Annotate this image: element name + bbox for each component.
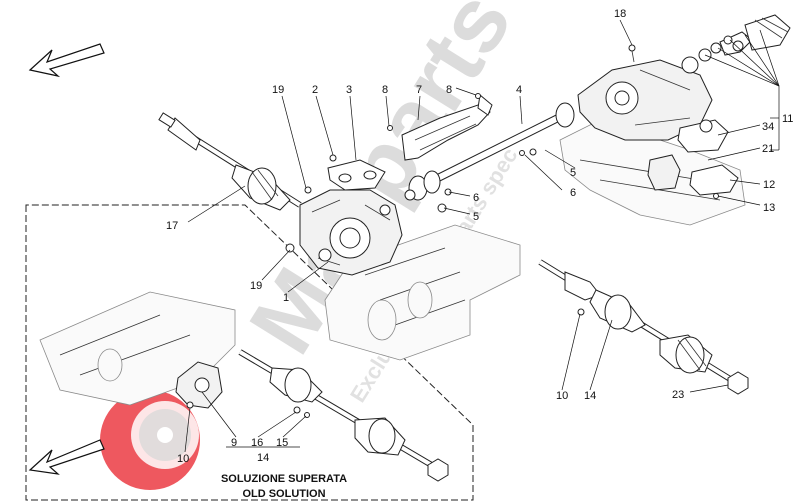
callout-21: 21 (762, 143, 774, 155)
actuator-motor (677, 119, 729, 153)
callout-18: 18 (614, 8, 626, 20)
callout-12: 12 (763, 179, 775, 191)
heat-shield (401, 94, 493, 161)
callout-3: 3 (346, 84, 352, 96)
callout-19: 19 (272, 84, 284, 96)
callout-2: 2 (312, 84, 318, 96)
inset-frame (25, 204, 474, 501)
front-differential (299, 189, 403, 276)
callout-9: 9 (231, 437, 237, 449)
transfer-case (577, 14, 791, 141)
mount-bracket (327, 159, 386, 191)
callout-14: 14 (584, 390, 596, 402)
callout-16: 16 (251, 437, 263, 449)
inset-caption-line1: SOLUZIONE SUPERATA (221, 473, 347, 485)
callout-34: 34 (762, 121, 774, 133)
callout-4: 4 (516, 84, 522, 96)
inset-bearing-bracket (175, 361, 223, 409)
callout-7: 7 (416, 84, 422, 96)
callout-8: 8 (382, 84, 388, 96)
callout-1: 1 (283, 292, 289, 304)
inset-caption: SOLUZIONE SUPERATA OLD SOLUTION (221, 473, 347, 500)
rear-mount (647, 154, 739, 196)
callout-19: 19 (250, 280, 262, 292)
callout-15: 15 (276, 437, 288, 449)
propeller-shaft (404, 102, 575, 201)
callout-17: 17 (166, 220, 178, 232)
leader-lines (184, 19, 780, 453)
fasteners (186, 35, 733, 418)
callout-8: 8 (446, 84, 452, 96)
watermark-wheel-logo (100, 390, 200, 490)
direction-arrow-top (28, 43, 105, 78)
callout-5: 5 (570, 167, 576, 179)
callout-6: 6 (570, 187, 576, 199)
callout-10: 10 (177, 453, 189, 465)
right-drive-shaft (538, 259, 749, 395)
callout-6: 6 (473, 192, 479, 204)
inset-drive-shaft (238, 349, 449, 482)
callout-10: 10 (556, 390, 568, 402)
callout-23: 23 (672, 389, 684, 401)
left-drive-shaft (158, 112, 302, 211)
direction-arrow-inset (28, 439, 105, 475)
inset-caption-line2: OLD SOLUTION (242, 488, 325, 500)
callout-labels: 18 19 2 3 8 7 8 4 11 34 21 5 6 12 13 6 5… (166, 8, 793, 465)
callout-11: 11 (782, 113, 793, 125)
callout-5: 5 (473, 211, 479, 223)
callout-13: 13 (763, 202, 775, 214)
callout-14: 14 (257, 452, 269, 464)
